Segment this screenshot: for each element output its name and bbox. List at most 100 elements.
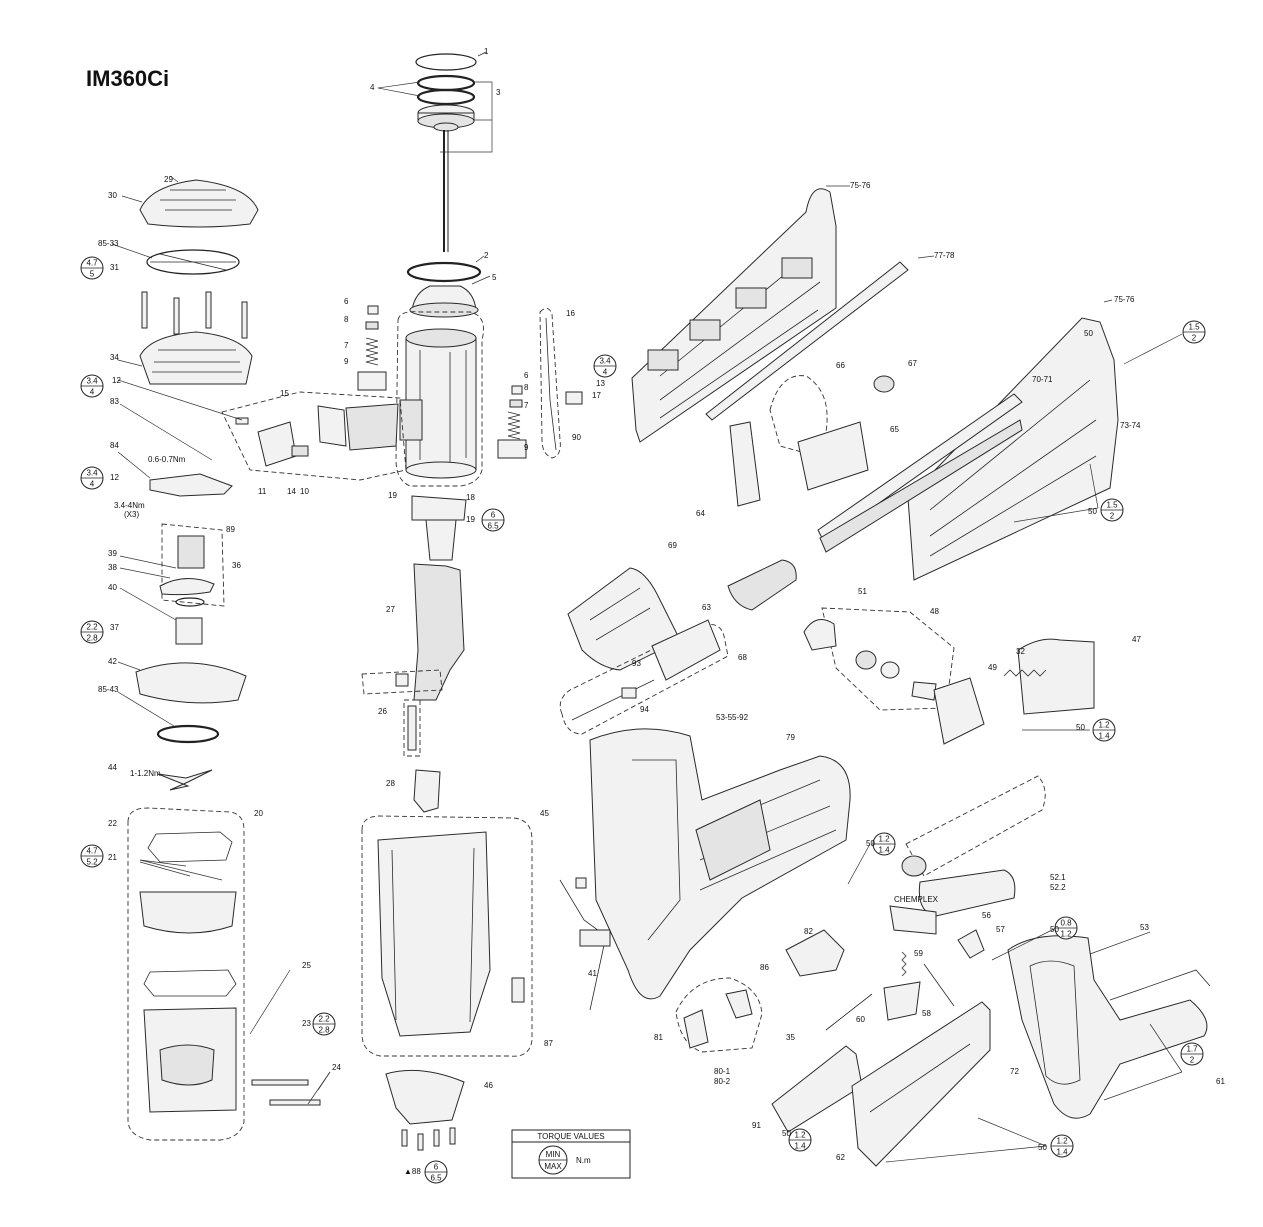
part-label: ▲88 [404,1167,421,1176]
part-label: 53-55-92 [716,713,749,722]
torque-min: 2.2 [86,623,98,632]
part-label: 9 [524,443,529,452]
part-label: 65 [890,425,899,434]
part-labels: 1234567891011121213141516171819192021222… [98,47,1225,1176]
part-label: 47 [1132,635,1141,644]
part-label: 53 [1140,923,1149,932]
part-label: 13 [596,379,605,388]
torque-max: 5 [90,270,95,279]
handle-72 [1007,935,1211,1119]
legend-unit: N.m [576,1156,591,1165]
part-label: 30 [108,191,117,200]
part-label: 37 [110,623,119,632]
torque-min: 3.4 [86,377,98,386]
trigger-assembly-48 [803,607,1095,745]
part-label: 6 [524,371,529,380]
follower-assembly [729,375,895,507]
torque-min: 1.5 [1188,323,1200,332]
part-label: 19 [388,491,397,500]
part-label: 60 [856,1015,865,1024]
legend-max: MAX [544,1162,562,1171]
note-torque-12: 3.4-4Nm [114,501,145,510]
motor-housing [395,311,484,487]
part-label: 58 [922,1009,931,1018]
torque-max: 2 [1192,334,1197,343]
part-label: 46 [484,1081,493,1090]
part-label: 28 [386,779,395,788]
part-label: 10 [300,487,309,496]
torque-max: 4 [90,388,95,397]
torque-max: 2.8 [86,634,98,643]
part-label: 50 [1038,1143,1047,1152]
torque-max: 1.4 [1098,732,1110,741]
part-label: 7 [524,401,529,410]
magazine-housing-45 [361,815,533,1057]
part-label: 7 [344,341,349,350]
part-label: 50 [866,839,875,848]
leader-lines [111,51,1183,1163]
part-label: 50 [1050,925,1059,934]
part-label: 75-76 [850,181,871,190]
part-label: 6 [344,297,349,306]
part-label: 8 [344,315,349,324]
part-label: 49 [988,663,997,672]
part-label: 75-76 [1114,295,1135,304]
part-label: 27 [386,605,395,614]
part-label: 80-2 [714,1077,731,1086]
part-label: 48 [930,607,939,616]
part-label: 51 [858,587,867,596]
torque-callout: 66.5 [481,508,505,532]
torque-min: 6 [434,1163,439,1172]
torque-min: 4.7 [86,259,98,268]
part-label: 18 [466,493,475,502]
part-label: 35 [786,1033,795,1042]
legend-header: TORQUE VALUES [537,1132,604,1141]
part-label: 26 [378,707,387,716]
ignition-assembly [221,391,407,481]
part-label: 87 [544,1039,553,1048]
part-label: 39 [108,549,117,558]
torque-min: 0.8 [1060,919,1072,928]
part-label: 93 [632,659,641,668]
part-label: 86 [760,963,769,972]
part-label: 17 [592,391,601,400]
part-label: 83 [110,397,119,406]
part-label: 29 [164,175,173,184]
torque-min: 1.7 [1186,1045,1198,1054]
part-label: 52.2 [1050,883,1066,892]
part-label: 56 [982,911,991,920]
torque-min: 1.2 [878,835,890,844]
part-label: 57 [996,925,1005,934]
torque-callout: 66.5 [424,1160,448,1184]
part-label: 3 [496,88,501,97]
part-label: 42 [108,657,117,666]
note-count-12: (X3) [124,510,139,519]
guide-rod [539,308,583,459]
torque-max: 4 [90,480,95,489]
part-label: 15 [280,389,289,398]
driver-frame [361,495,467,813]
part-label: 94 [640,705,649,714]
part-label: 82 [804,927,813,936]
part-label: 69 [668,541,677,550]
part-label: 50 [1088,507,1097,516]
torque-callout: 3.44 [80,466,104,490]
part-label: 67 [908,359,917,368]
spring-parts [357,305,527,459]
torque-max: 5.2 [86,858,98,867]
part-label: 20 [254,809,263,818]
torque-min: 1.2 [1098,721,1110,730]
part-label: 79 [786,733,795,742]
model-title: IM360Ci [86,66,169,91]
magazine-rail-right [817,317,1119,581]
torque-max: 2 [1190,1056,1195,1065]
torque-max: 6.5 [487,522,499,531]
part-label: 59 [914,949,923,958]
part-label: 40 [108,583,117,592]
fuel-cell-52 [901,775,1046,917]
part-label: 21 [108,853,117,862]
part-label: 38 [108,563,117,572]
magazine-rail-75-76 [631,188,909,443]
torque-callout: 2.22.8 [312,1012,336,1036]
